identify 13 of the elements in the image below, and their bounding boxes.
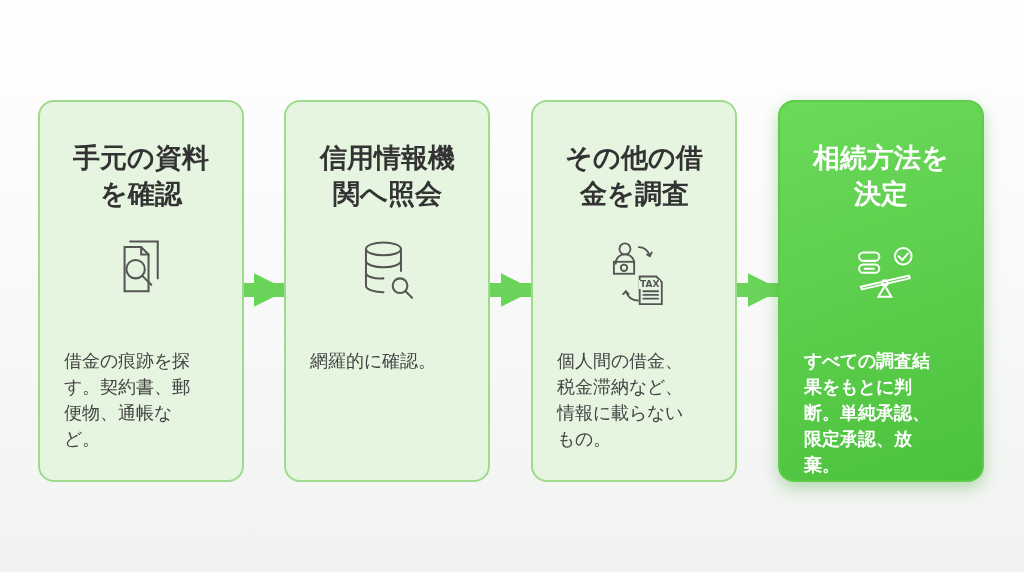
step-description: すべての調査結果をもとに判断。単純承認、限定承認、放棄。 (804, 349, 931, 478)
step-heading: その他の借金を調査 (564, 141, 704, 211)
step-description: 個人間の借金、税金滞納など、情報に載らないもの。 (557, 349, 684, 452)
step-heading: 相続方法を決定 (811, 141, 950, 211)
step-card (38, 100, 244, 482)
step-description: 網羅的に確認。 (310, 349, 437, 373)
step-heading: 手元の資料を確認 (72, 141, 210, 211)
step-description: 借金の痕跡を探す。契約書、郵便物、通帳など。 (64, 349, 191, 452)
highlighted-step-card (778, 100, 984, 482)
tax-label: TAX (639, 280, 661, 289)
step-card (531, 100, 737, 482)
step-heading: 信用情報機関へ照会 (318, 141, 456, 211)
step-card (284, 100, 490, 482)
